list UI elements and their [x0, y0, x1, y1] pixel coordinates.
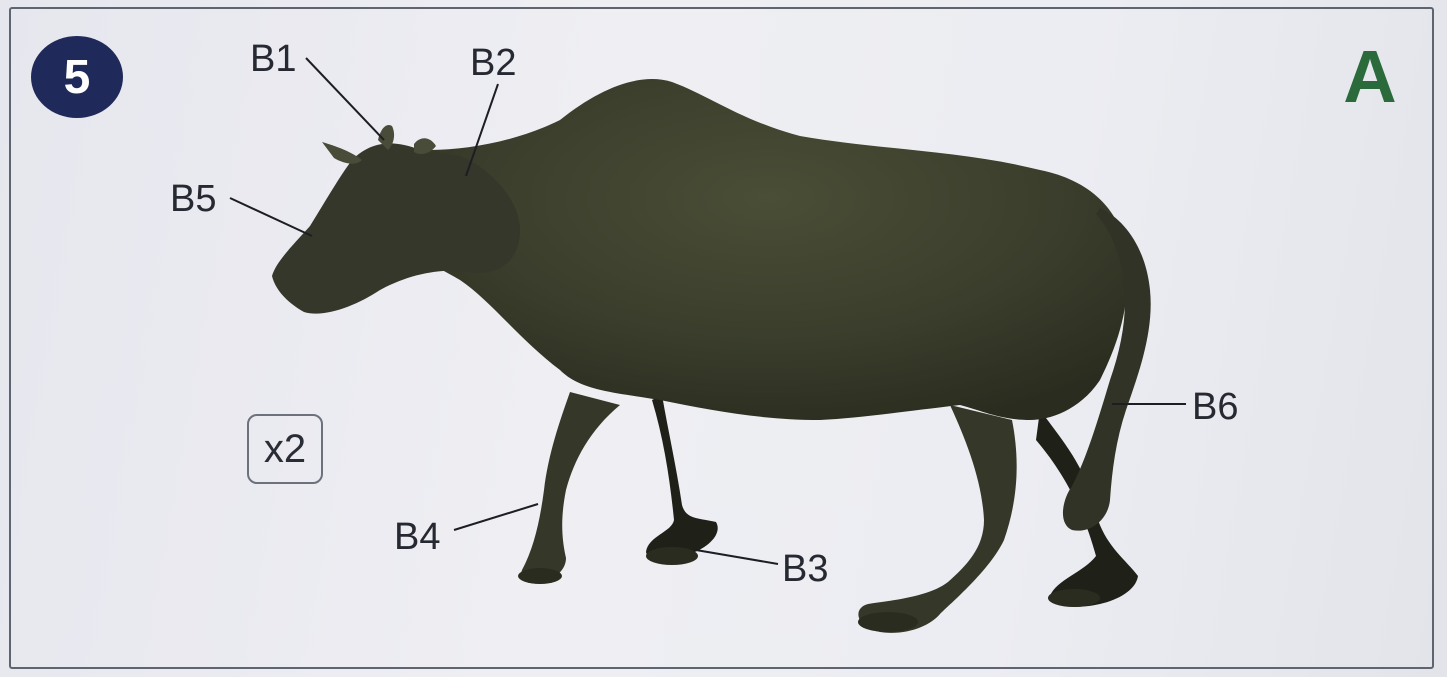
cow-far-legs — [646, 395, 1138, 607]
cow-hind-leg — [858, 405, 1016, 633]
cow-body — [410, 79, 1128, 420]
callout-b4: B4 — [394, 518, 440, 556]
leader-b1 — [306, 58, 384, 140]
callout-b6: B6 — [1192, 388, 1238, 426]
callout-b3: B3 — [782, 550, 828, 588]
callout-b2: B2 — [470, 44, 516, 82]
callout-b1: B1 — [250, 40, 296, 78]
callout-b5: B5 — [170, 180, 216, 218]
cow-front-leg — [521, 392, 620, 583]
leader-b3 — [696, 550, 778, 564]
leader-b4 — [454, 504, 538, 530]
leader-b5 — [230, 198, 312, 236]
